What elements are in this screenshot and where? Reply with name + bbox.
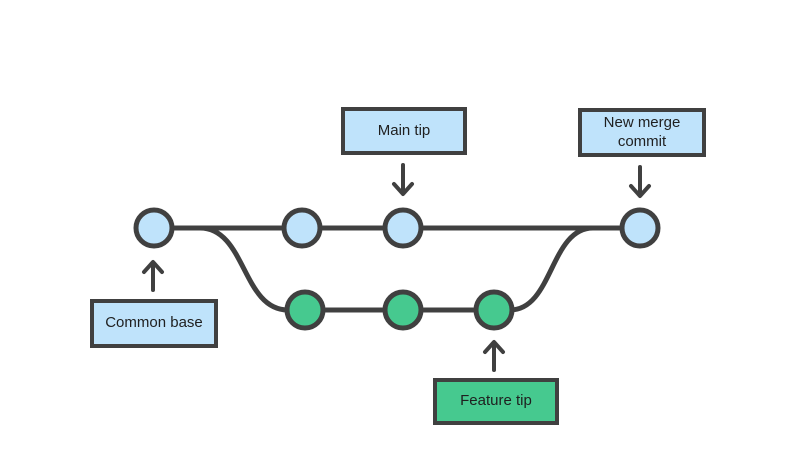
arrow-down-new-merge-commit-icon — [629, 165, 651, 198]
commit-node-feature-2 — [382, 289, 424, 331]
commit-node-common-base — [133, 207, 175, 249]
arrow-down-main-tip-icon — [392, 163, 414, 196]
commit-node-main-2 — [281, 207, 323, 249]
label-feature-tip-text: Feature tip — [460, 392, 532, 410]
arrow-up-feature-tip-icon — [483, 340, 505, 372]
label-main-tip-text: Main tip — [377, 121, 431, 139]
label-main-tip: Main tip — [341, 107, 467, 155]
label-common-base-text: Common base — [105, 314, 203, 332]
label-new-merge-commit: New merge commit — [578, 108, 706, 157]
label-common-base: Common base — [90, 299, 218, 348]
commit-node-feature-1 — [284, 289, 326, 331]
label-new-merge-commit-text: New merge commit — [603, 113, 681, 150]
commit-node-new-merge-commit — [619, 207, 661, 249]
commit-node-feature-tip — [473, 289, 515, 331]
label-feature-tip: Feature tip — [433, 378, 559, 425]
branch-out-curve — [199, 225, 289, 313]
arrow-up-common-base-icon — [142, 260, 164, 292]
commit-node-main-tip — [382, 207, 424, 249]
merge-in-curve — [509, 225, 594, 313]
